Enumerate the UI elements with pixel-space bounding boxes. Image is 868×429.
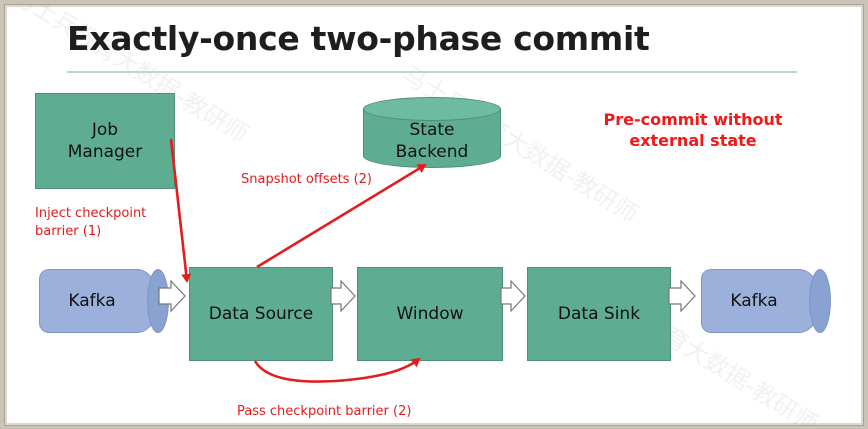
job-manager-label: Job Manager bbox=[67, 120, 143, 162]
kafka-sink-label: Kafka bbox=[730, 291, 778, 311]
slide: 马士兵教育大数据-教研师 马士兵教育大数据-教研师 马士兵教育大数据-教研师 E… bbox=[4, 4, 864, 426]
flow-arrow-kafka-to-source bbox=[158, 279, 186, 313]
job-manager-box: Job Manager bbox=[35, 93, 175, 189]
inject-checkpoint-label: Inject checkpoint barrier (1) bbox=[35, 206, 147, 239]
state-backend-label: State Backend bbox=[395, 120, 469, 162]
window-box: Window bbox=[357, 267, 503, 361]
data-source-box: Data Source bbox=[189, 267, 333, 361]
kafka-source-cylinder: Kafka bbox=[39, 269, 159, 333]
flow-arrow-window-to-sink bbox=[500, 279, 526, 313]
snapshot-offsets-label: Snapshot offsets (2) bbox=[241, 172, 373, 187]
flow-arrow-source-to-window bbox=[330, 279, 356, 313]
inject-barrier-arrow bbox=[169, 138, 192, 283]
window-label: Window bbox=[396, 304, 464, 324]
diagram-arrows bbox=[158, 138, 696, 383]
data-sink-label: Data Sink bbox=[557, 304, 641, 324]
kafka-sink-cylinder-cap bbox=[809, 269, 831, 333]
flow-arrow-sink-to-kafka bbox=[668, 279, 696, 313]
data-sink-box: Data Sink bbox=[527, 267, 671, 361]
slide-title: Exactly-once two-phase commit bbox=[67, 19, 650, 58]
snapshot-offsets-arrow bbox=[256, 163, 427, 269]
kafka-sink-cylinder: Kafka bbox=[701, 269, 821, 333]
pass-barrier-arrow bbox=[253, 357, 421, 383]
title-underline bbox=[67, 71, 797, 73]
state-backend-cylinder-top bbox=[363, 97, 501, 121]
pass-checkpoint-label: Pass checkpoint barrier (2) bbox=[237, 404, 412, 419]
pre-commit-note: Pre-commit without external state bbox=[603, 110, 783, 150]
data-source-label: Data Source bbox=[208, 304, 314, 324]
kafka-source-label: Kafka bbox=[68, 291, 116, 311]
